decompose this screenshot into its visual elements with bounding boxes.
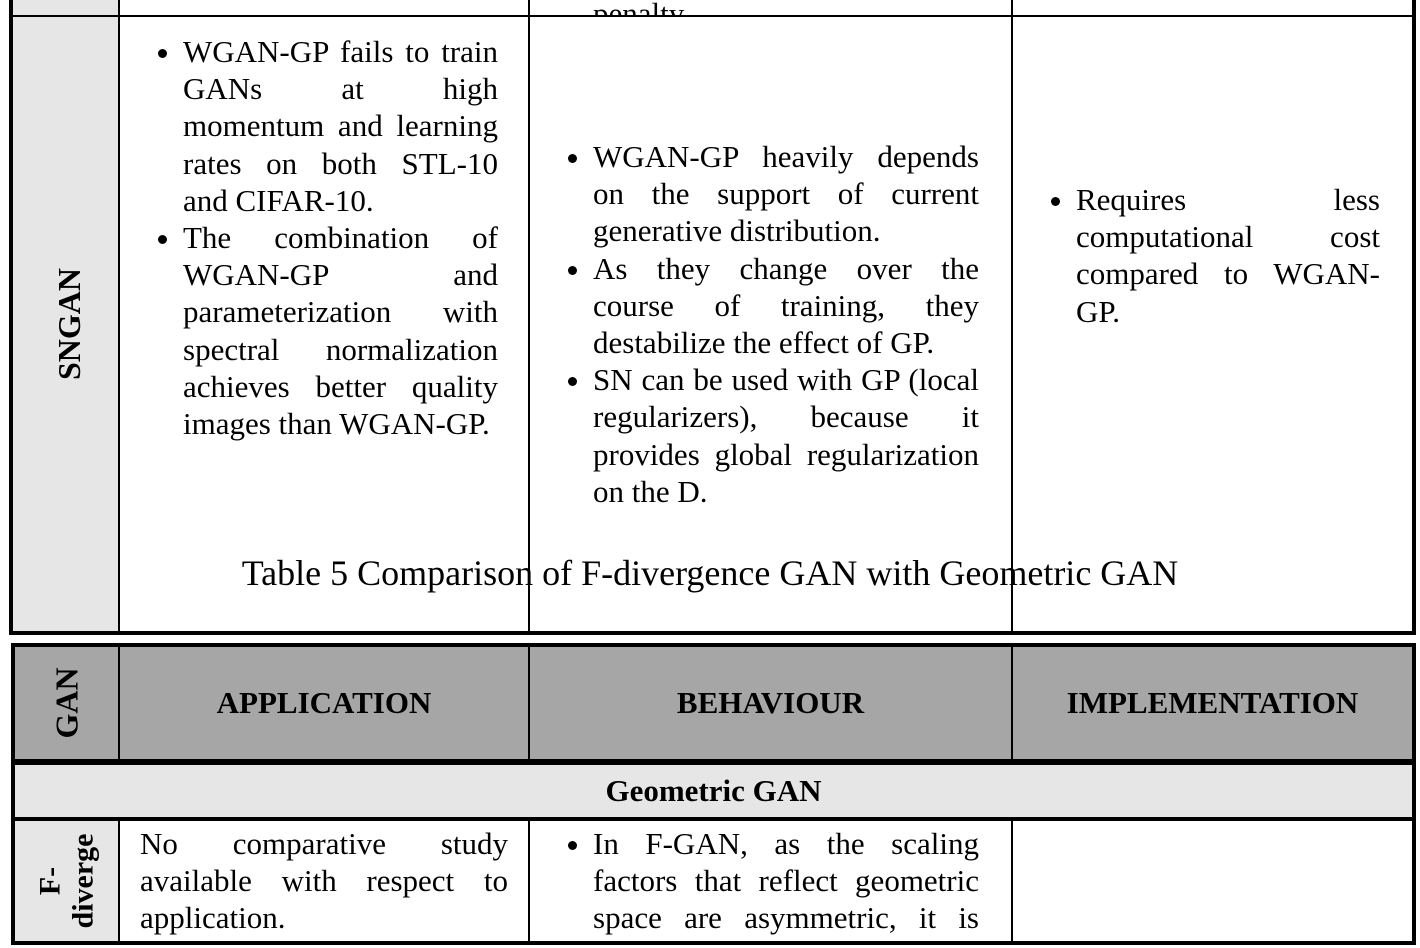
table-caption: Table 5 Comparison of F-divergence GAN w… <box>241 553 1179 593</box>
fdiv-behaviour-cell: In F-GAN, as the scaling factors that re… <box>528 818 1013 944</box>
fdiv-label: F- diverge <box>34 834 100 929</box>
fdiv-label-line2: diverge <box>66 833 100 929</box>
header-behaviour: BEHAVIOUR <box>528 644 1013 765</box>
fdiv-application-cell: No comparative study available with resp… <box>118 818 530 944</box>
sngan-behaviour-item: WGAN-GP heavily depends on the support o… <box>593 138 979 250</box>
continued-behaviour-cell: penalty. <box>528 0 1013 17</box>
header-implementation: IMPLEMENTATION <box>1011 644 1415 765</box>
section-row: Geometric GAN <box>12 761 1415 821</box>
continued-label-cell <box>10 0 120 17</box>
fdiv-implementation-cell <box>1011 818 1415 944</box>
fdiv-behaviour-item: In F-GAN, as the scaling factors that re… <box>593 825 979 937</box>
sngan-comparison-table: penalty. SNGAN WGAN-GP fails to train GA… <box>9 0 1416 635</box>
fdivergence-row: F- diverge No comparative study availabl… <box>12 818 1415 944</box>
sngan-application-item: The combination of WGAN-GP and parameter… <box>183 219 498 442</box>
fdiv-application-text: No comparative study available with resp… <box>140 826 508 936</box>
fdiv-label-line1: F- <box>33 866 67 896</box>
section-title: Geometric GAN <box>12 761 1415 821</box>
sngan-implementation-cell: Requires less computational cost compare… <box>1011 15 1415 634</box>
sngan-behaviour-cell: WGAN-GP heavily depends on the support o… <box>528 15 1013 634</box>
continued-text: penalty. <box>593 0 690 14</box>
sngan-label-cell: SNGAN <box>10 15 120 634</box>
continued-application-cell <box>118 0 530 17</box>
header-row: GAN APPLICATION BEHAVIOUR IMPLEMENTATION <box>12 644 1415 765</box>
fdiv-label-cell: F- diverge <box>12 818 120 944</box>
header-gan-label: GAN <box>48 666 85 739</box>
sngan-application-cell: WGAN-GP fails to train GANs at high mome… <box>118 15 530 634</box>
continued-implementation-cell <box>1011 0 1415 17</box>
sngan-implementation-item: Requires less computational cost compare… <box>1076 181 1380 330</box>
continued-row: penalty. <box>10 0 1415 17</box>
sngan-row: SNGAN WGAN-GP fails to train GANs at hig… <box>10 15 1415 634</box>
sngan-label: SNGAN <box>51 267 88 381</box>
sngan-behaviour-item: SN can be used with GP (local regularize… <box>593 361 979 510</box>
header-application: APPLICATION <box>118 644 530 765</box>
header-gan: GAN <box>12 644 120 765</box>
sngan-behaviour-item: As they change over the course of traini… <box>593 250 979 362</box>
fdivergence-geometric-table: GAN APPLICATION BEHAVIOUR IMPLEMENTATION… <box>11 643 1416 945</box>
sngan-application-item: WGAN-GP fails to train GANs at high mome… <box>183 33 498 219</box>
